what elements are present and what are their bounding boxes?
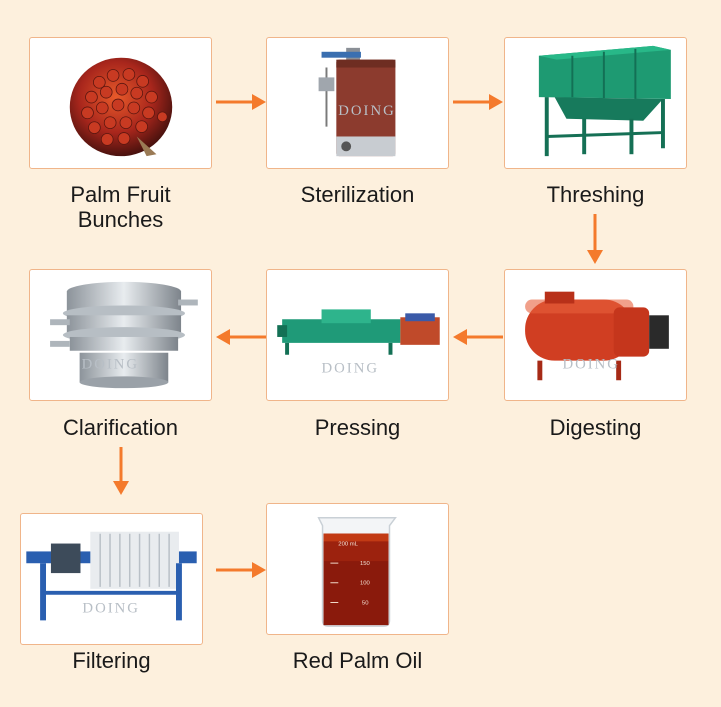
arrow-left-icon (216, 328, 266, 346)
step-label-line2: Bunches (29, 207, 212, 232)
watermark-text: DOING (322, 360, 379, 376)
step-card-palm-fruit (29, 37, 212, 169)
beaker-tick-150: 150 (360, 561, 371, 567)
watermark-text: DOING (82, 356, 139, 372)
step-label-line1: Palm Fruit (29, 182, 212, 207)
arrow-left-icon (453, 328, 503, 346)
step-card-digesting: DOING (504, 269, 687, 401)
beaker-tick-50: 50 (362, 600, 369, 606)
arrow-right-icon (453, 93, 503, 111)
watermark-text: DOING (82, 600, 139, 616)
step-label-threshing: Threshing (504, 182, 687, 207)
beaker-image: 200 mL 150 100 50 (267, 504, 448, 634)
vibrating-sieve-image: DOING (30, 270, 211, 400)
arrow-down-icon (112, 447, 130, 495)
screw-press-image: DOING (267, 270, 448, 400)
step-card-threshing (504, 37, 687, 169)
step-label-filtering: Filtering (20, 648, 203, 673)
palm-fruit-image (30, 38, 211, 168)
arrow-down-icon (586, 214, 604, 264)
step-label-palm-fruit: Palm Fruit Bunches (29, 182, 212, 232)
arrow-right-icon (216, 93, 266, 111)
beaker-tick-100: 100 (360, 581, 371, 587)
step-card-pressing: DOING (266, 269, 449, 401)
sterilizer-image: DOING (267, 38, 448, 168)
thresher-image (505, 38, 686, 168)
arrow-right-icon (216, 561, 266, 579)
digester-image: DOING (505, 270, 686, 400)
beaker-volume-label: 200 mL (338, 541, 358, 547)
step-label-clarification: Clarification (29, 415, 212, 440)
watermark-text: DOING (563, 356, 620, 372)
step-label-red-palm-oil: Red Palm Oil (266, 648, 449, 673)
step-card-red-palm-oil: 200 mL 150 100 50 (266, 503, 449, 635)
step-label-digesting: Digesting (504, 415, 687, 440)
step-label-sterilization: Sterilization (266, 182, 449, 207)
step-card-filtering: DOING (20, 513, 203, 645)
filter-press-image: DOING (21, 514, 202, 644)
watermark-text: DOING (338, 103, 395, 119)
step-card-sterilization: DOING (266, 37, 449, 169)
step-card-clarification: DOING (29, 269, 212, 401)
step-label-pressing: Pressing (266, 415, 449, 440)
